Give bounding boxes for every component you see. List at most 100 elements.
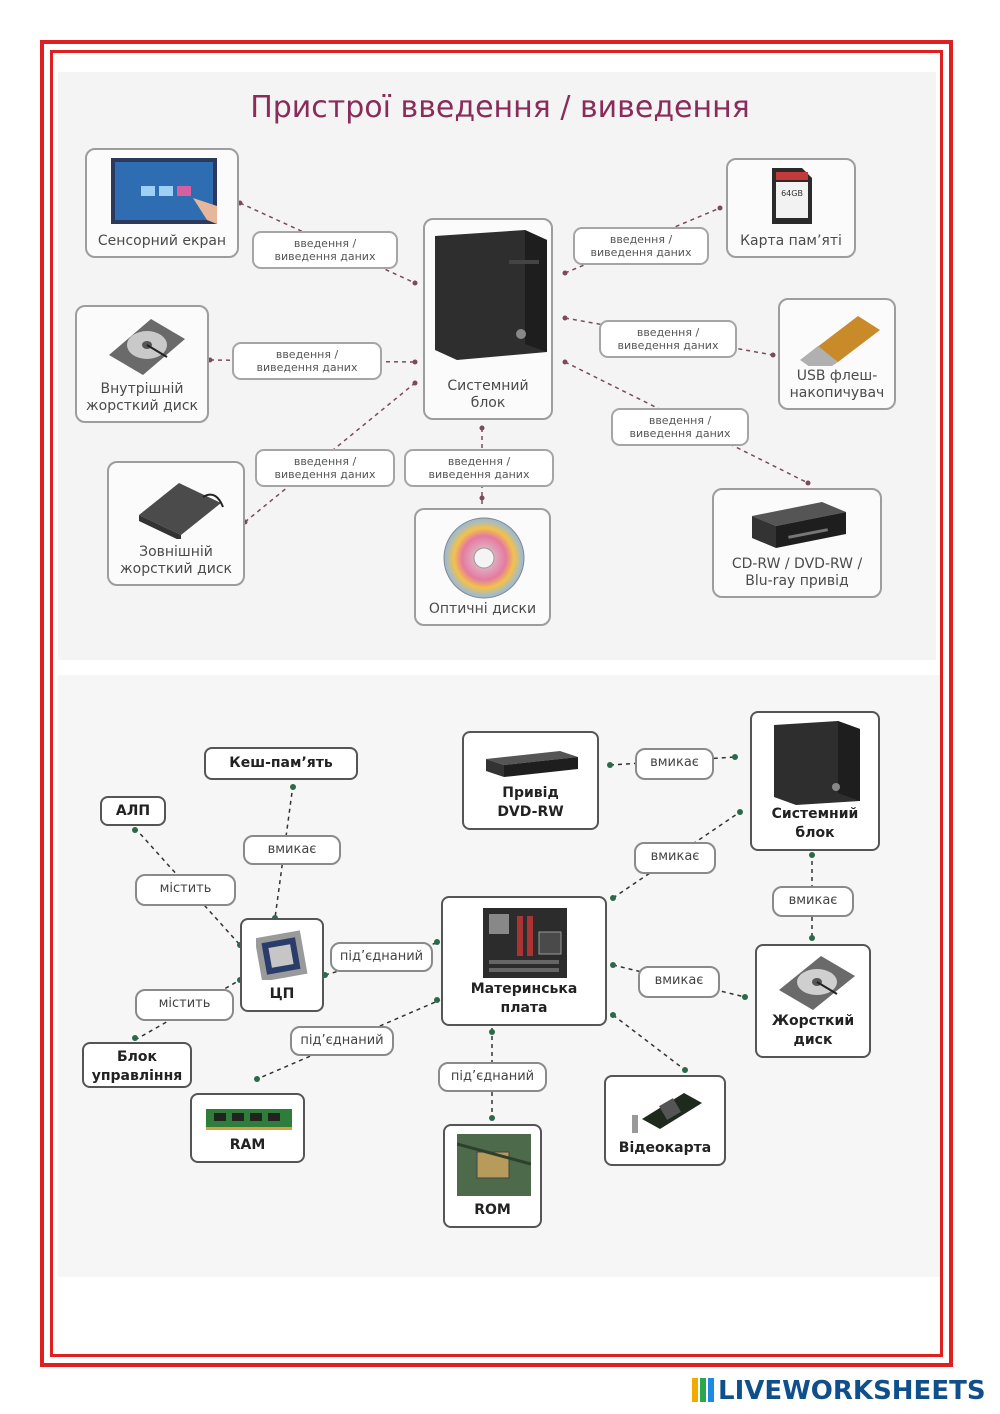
rel-ram-connected-text: під’єднаний: [300, 1033, 384, 1048]
rel-hdd-on-text: вмикає: [654, 973, 704, 988]
rel-alu-contains-text: містить: [159, 881, 212, 896]
io-label-line1: введення /: [609, 233, 673, 246]
io-label-line2: виведення даних: [274, 468, 376, 481]
cache-box: Кеш-пам’ять: [204, 747, 358, 780]
external-hdd-box: Зовнішній жорсткий диск: [107, 461, 245, 586]
external-hdd-icon: [139, 483, 224, 539]
touch-screen-label: Сенсорний екран: [97, 233, 227, 249]
system-unit-icon: [435, 230, 547, 360]
rom-label: ROM: [474, 1202, 511, 1218]
internal-hdd-label: Внутрішній жорсткий диск: [77, 381, 207, 415]
rel-control-contains: містить: [135, 989, 234, 1021]
internal-hdd-icon: [109, 319, 185, 375]
dvd-drive-label-line2: DVD-RW: [497, 804, 564, 820]
sd-card-capacity: 64GB: [781, 189, 803, 198]
external-hdd-label-line2: жорсткий диск: [120, 561, 232, 577]
usb-flash-box: USB флеш- накопичувач: [778, 298, 896, 410]
system-unit-label-line2: блок: [470, 395, 506, 411]
memory-card-box: 64GB Карта пам’яті: [726, 158, 856, 258]
external-hdd-label: Зовнішній жорсткий диск: [109, 544, 243, 578]
optical-disc-icon: [443, 517, 525, 599]
io-label-line2: виведення даних: [590, 246, 692, 259]
internal-hdd-label-line1: Внутрішній: [100, 381, 184, 397]
usb-flash-label-line2: накопичувач: [789, 385, 885, 401]
rel-alu-contains: містить: [135, 874, 236, 906]
rel-sys-on: вмикає: [634, 842, 716, 874]
motherboard-label: Материнська плата: [443, 980, 605, 1018]
optical-discs-box: Оптичні диски: [414, 508, 551, 626]
io-label-line1: введення /: [275, 348, 339, 361]
io-label-line2: виведення даних: [629, 427, 731, 440]
rel-cpu-connected-text: під’єднаний: [339, 949, 424, 964]
cpu-icon: [256, 930, 308, 980]
io-label-usb: введення /виведення даних: [599, 320, 737, 358]
internal-hdd-box: Внутрішній жорсткий диск: [75, 305, 209, 423]
io-label-optical: введення /виведення даних: [404, 449, 554, 487]
hard-disk-label-line2: диск: [793, 1032, 833, 1048]
ram-label: RAM: [229, 1137, 266, 1153]
cpu-box: ЦП: [240, 918, 324, 1012]
io-label-line1: введення /: [293, 237, 357, 250]
internal-hdd-label-line2: жорсткий диск: [86, 398, 198, 414]
alu-label: АЛП: [115, 803, 151, 819]
dvd-drive-icon: [486, 751, 578, 777]
rel-rom-connected: під’єднаний: [438, 1062, 547, 1092]
hard-disk-box: Жорсткий диск: [755, 944, 871, 1058]
io-label-line2: виведення даних: [617, 339, 719, 352]
io-label-line2: виведення даних: [256, 361, 358, 374]
optical-drive-icon: [752, 502, 846, 548]
alu-box: АЛП: [100, 796, 166, 826]
system-unit-label-2-line1: Системний: [771, 806, 859, 822]
optical-drive-box: CD-RW / DVD-RW / Blu-ray привід: [712, 488, 882, 598]
dvd-drive-box: Привід DVD-RW: [462, 731, 599, 830]
system-unit-label-line1: Системний: [447, 378, 529, 394]
system-unit-label-2-line2: блок: [795, 825, 835, 841]
io-label-line1: введення /: [293, 455, 357, 468]
system-unit-box-2: Системний блок: [750, 711, 880, 851]
io-label-external-hdd: введення /виведення даних: [255, 449, 395, 487]
liveworksheets-logo-icon: [692, 1378, 714, 1402]
rom-icon: [457, 1134, 531, 1196]
io-label-touch: введення /виведення даних: [252, 231, 398, 269]
video-card-box: Відеокарта: [604, 1075, 726, 1166]
page-title: Пристрої введення / виведення: [250, 90, 750, 125]
cpu-label: ЦП: [269, 986, 295, 1002]
usb-flash-label-line1: USB флеш-: [796, 368, 878, 384]
optical-drive-label: CD-RW / DVD-RW / Blu-ray привід: [714, 556, 880, 590]
rel-cache-on: вмикає: [243, 835, 341, 865]
rel-cache-on-text: вмикає: [267, 842, 317, 857]
rel-sys-on-text: вмикає: [650, 849, 700, 864]
usb-flash-label: USB флеш- накопичувач: [780, 368, 894, 402]
usb-flash-icon: [800, 316, 880, 366]
optical-drive-label-line1: CD-RW / DVD-RW /: [731, 556, 863, 572]
external-hdd-label-line1: Зовнішній: [139, 544, 213, 560]
io-label-card: введення /виведення даних: [573, 227, 709, 265]
rel-dvd-on: вмикає: [635, 748, 714, 780]
rel-hdd-on: вмикає: [638, 966, 720, 998]
hard-disk-label-line1: Жорсткий: [771, 1013, 855, 1029]
outer-red-frame: [40, 40, 953, 1367]
io-label-line1: введення /: [636, 326, 700, 339]
optical-drive-label-line2: Blu-ray привід: [745, 573, 849, 589]
liveworksheets-brand: LIVEWORKSHEETS: [692, 1376, 986, 1406]
io-label-internal-hdd: введення /виведення даних: [232, 342, 382, 380]
inner-red-frame: [50, 50, 943, 1357]
sd-card-icon: 64GB: [772, 168, 812, 224]
io-label-line2: виведення даних: [274, 250, 376, 263]
video-card-icon: [632, 1093, 702, 1133]
io-label-drive: введення /виведення даних: [611, 408, 749, 446]
rel-control-contains-text: містить: [158, 996, 211, 1011]
control-unit-label-line2: управління: [91, 1068, 183, 1084]
brand-text: LIVEWORKSHEETS: [718, 1376, 986, 1406]
system-unit-box: Системний блок: [423, 218, 553, 420]
system-unit-icon-2: [774, 721, 860, 805]
hard-disk-label: Жорсткий диск: [757, 1012, 869, 1050]
touch-screen-box: Сенсорний екран: [85, 148, 239, 258]
rel-sys-hdd-on-text: вмикає: [788, 893, 838, 908]
ram-box: RAM: [190, 1093, 305, 1163]
rel-rom-connected-text: під’єднаний: [450, 1069, 535, 1084]
motherboard-icon: [483, 908, 567, 978]
system-unit-label-2: Системний блок: [752, 805, 878, 843]
io-label-line1: введення /: [648, 414, 712, 427]
motherboard-box: Материнська плата: [441, 896, 607, 1026]
